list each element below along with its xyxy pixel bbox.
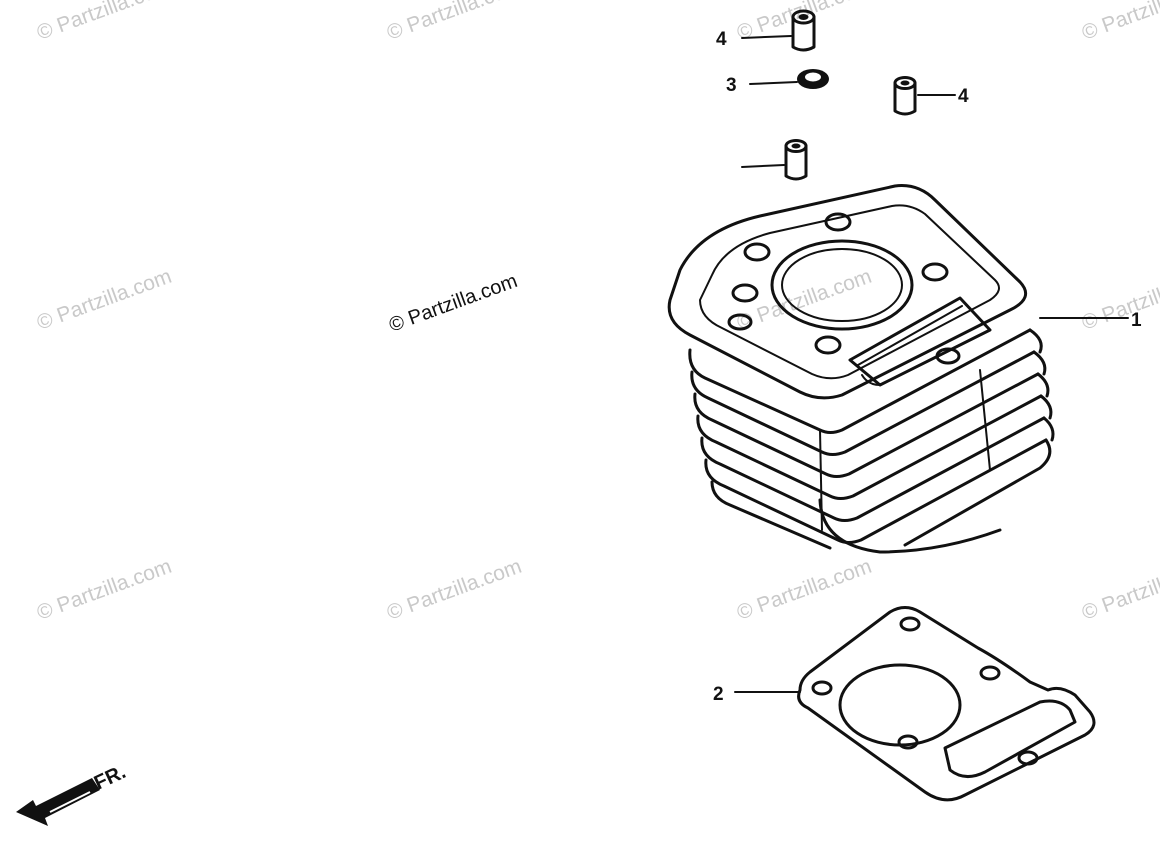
- watermark: © Partzilla.com: [34, 555, 175, 625]
- watermark: © Partzilla.com: [34, 265, 175, 335]
- watermark: © Partzilla.com: [1079, 0, 1160, 45]
- callout-cylinder[interactable]: 1: [1131, 310, 1142, 331]
- o-ring[interactable]: [797, 69, 829, 89]
- watermark: © Partzilla.com: [384, 555, 525, 625]
- watermark: © Partzilla.com: [1079, 265, 1160, 335]
- watermark: © Partzilla.com: [734, 265, 875, 335]
- callout-o-ring[interactable]: 3: [726, 75, 737, 96]
- dowel-pin-middle[interactable]: [784, 139, 808, 181]
- watermark-layer: © Partzilla.com © Partzilla.com © Partzi…: [34, 0, 1160, 625]
- watermark: © Partzilla.com: [1079, 555, 1160, 625]
- cylinder-block[interactable]: [667, 184, 1055, 554]
- front-direction-arrow-icon: [16, 778, 100, 826]
- base-gasket[interactable]: [797, 606, 1096, 802]
- callout-gasket[interactable]: 2: [713, 684, 724, 705]
- leader-line: [741, 35, 792, 39]
- dowel-pin-right[interactable]: [893, 76, 917, 116]
- watermark: © Partzilla.com: [34, 0, 175, 45]
- watermark: © Partzilla.com: [384, 0, 525, 45]
- leader-line: [741, 164, 785, 168]
- center-watermark: © Partzilla.com: [386, 270, 520, 337]
- leader-line: [749, 81, 798, 85]
- dowel-pin-top[interactable]: [791, 9, 816, 52]
- watermark: © Partzilla.com: [734, 555, 875, 625]
- callout-dowel-right[interactable]: 4: [958, 86, 969, 107]
- callout-dowel-top[interactable]: 4: [716, 29, 727, 50]
